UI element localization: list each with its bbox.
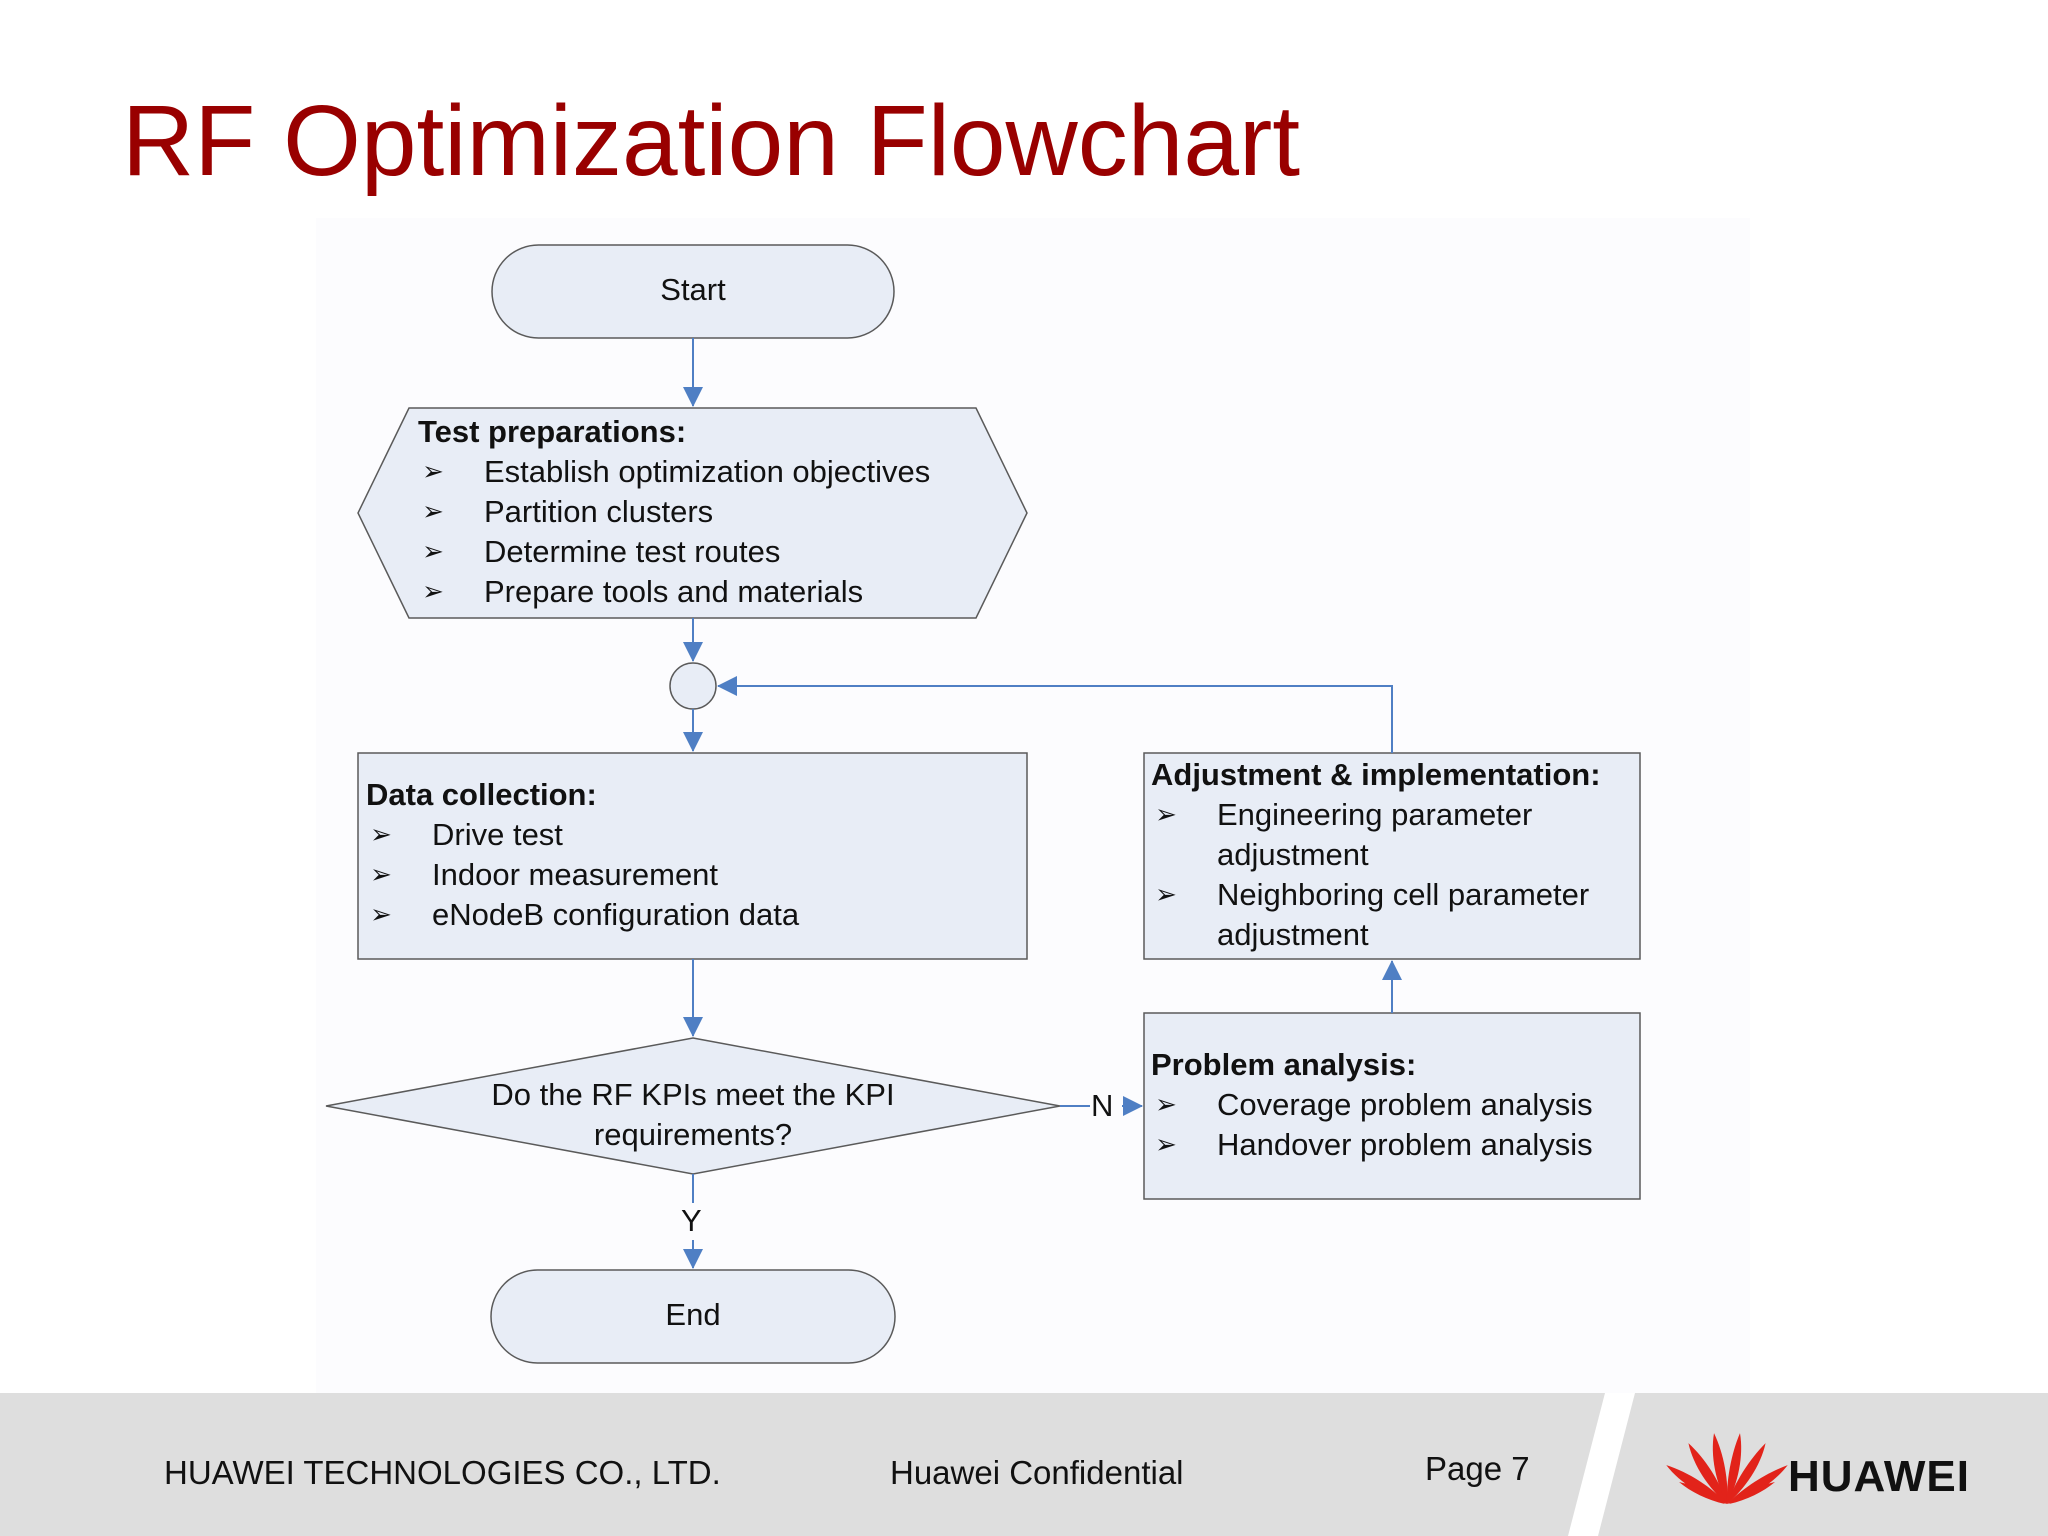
end-terminator: [490, 1269, 896, 1364]
list-item: ➢eNodeB configuration data: [366, 895, 799, 935]
footer-company: HUAWEI TECHNOLOGIES CO., LTD.: [164, 1454, 721, 1491]
arrow-bullet-icon: ➢: [370, 860, 392, 890]
decision-text: Do the RF KPIs meet the KPI requirements…: [491, 1077, 895, 1152]
slide-title: RF Optimization Flowchart: [122, 85, 1301, 197]
arrow-bullet-icon: ➢: [422, 457, 444, 487]
problem-analysis-text: Problem analysis: ➢Coverage problem anal…: [1151, 1045, 1593, 1165]
adjustment-heading: Adjustment & implementation:: [1151, 757, 1601, 792]
footer-confidential: Huawei Confidential: [890, 1454, 1184, 1491]
test-preparations-shape: [357, 407, 1028, 619]
adjustment-text: Adjustment & implementation: ➢Engineerin…: [1151, 755, 1601, 955]
test-preparations-text: Test preparations: ➢Establish optimizati…: [418, 412, 930, 612]
list-item: ➢Prepare tools and materials: [418, 572, 930, 612]
arrow-bullet-icon: ➢: [1155, 1090, 1177, 1120]
problem-analysis-box: [1143, 1012, 1641, 1200]
start-label: Start: [660, 272, 726, 307]
list-item: ➢Establish optimization objectives: [418, 452, 930, 492]
data-collection-box: [357, 752, 1028, 960]
data-collection-text: Data collection: ➢Drive test ➢Indoor mea…: [366, 775, 799, 935]
yes-label: Y: [681, 1203, 702, 1238]
arrow-bullet-icon: ➢: [1155, 880, 1177, 910]
arrow-bullet-icon: ➢: [422, 577, 444, 607]
list-item: ➢Indoor measurement: [366, 855, 799, 895]
test-preparations-heading: Test preparations:: [418, 414, 687, 449]
list-item: ➢Partition clusters: [418, 492, 930, 532]
arrow-bullet-icon: ➢: [1155, 1130, 1177, 1160]
arrow-adjustment-to-connector: [717, 676, 1393, 753]
end-label: End: [665, 1297, 721, 1332]
arrow-bullet-icon: ➢: [422, 537, 444, 567]
list-item: ➢Coverage problem analysis: [1151, 1085, 1593, 1125]
list-item: ➢Handover problem analysis: [1151, 1125, 1593, 1165]
adjustment-box: [1143, 752, 1641, 960]
list-item: ➢Determine test routes: [418, 532, 930, 572]
list-item: ➢Drive test: [366, 815, 799, 855]
no-label: N: [1091, 1088, 1114, 1123]
problem-analysis-heading: Problem analysis:: [1151, 1047, 1417, 1082]
arrow-bullet-icon: ➢: [1155, 800, 1177, 830]
page-number: Page 7: [1425, 1450, 1530, 1487]
huawei-logo-text: HUAWEI: [1788, 1452, 1970, 1501]
arrow-bullet-icon: ➢: [370, 900, 392, 930]
arrow-bullet-icon: ➢: [370, 820, 392, 850]
arrow-bullet-icon: ➢: [422, 497, 444, 527]
data-collection-heading: Data collection:: [366, 777, 597, 812]
